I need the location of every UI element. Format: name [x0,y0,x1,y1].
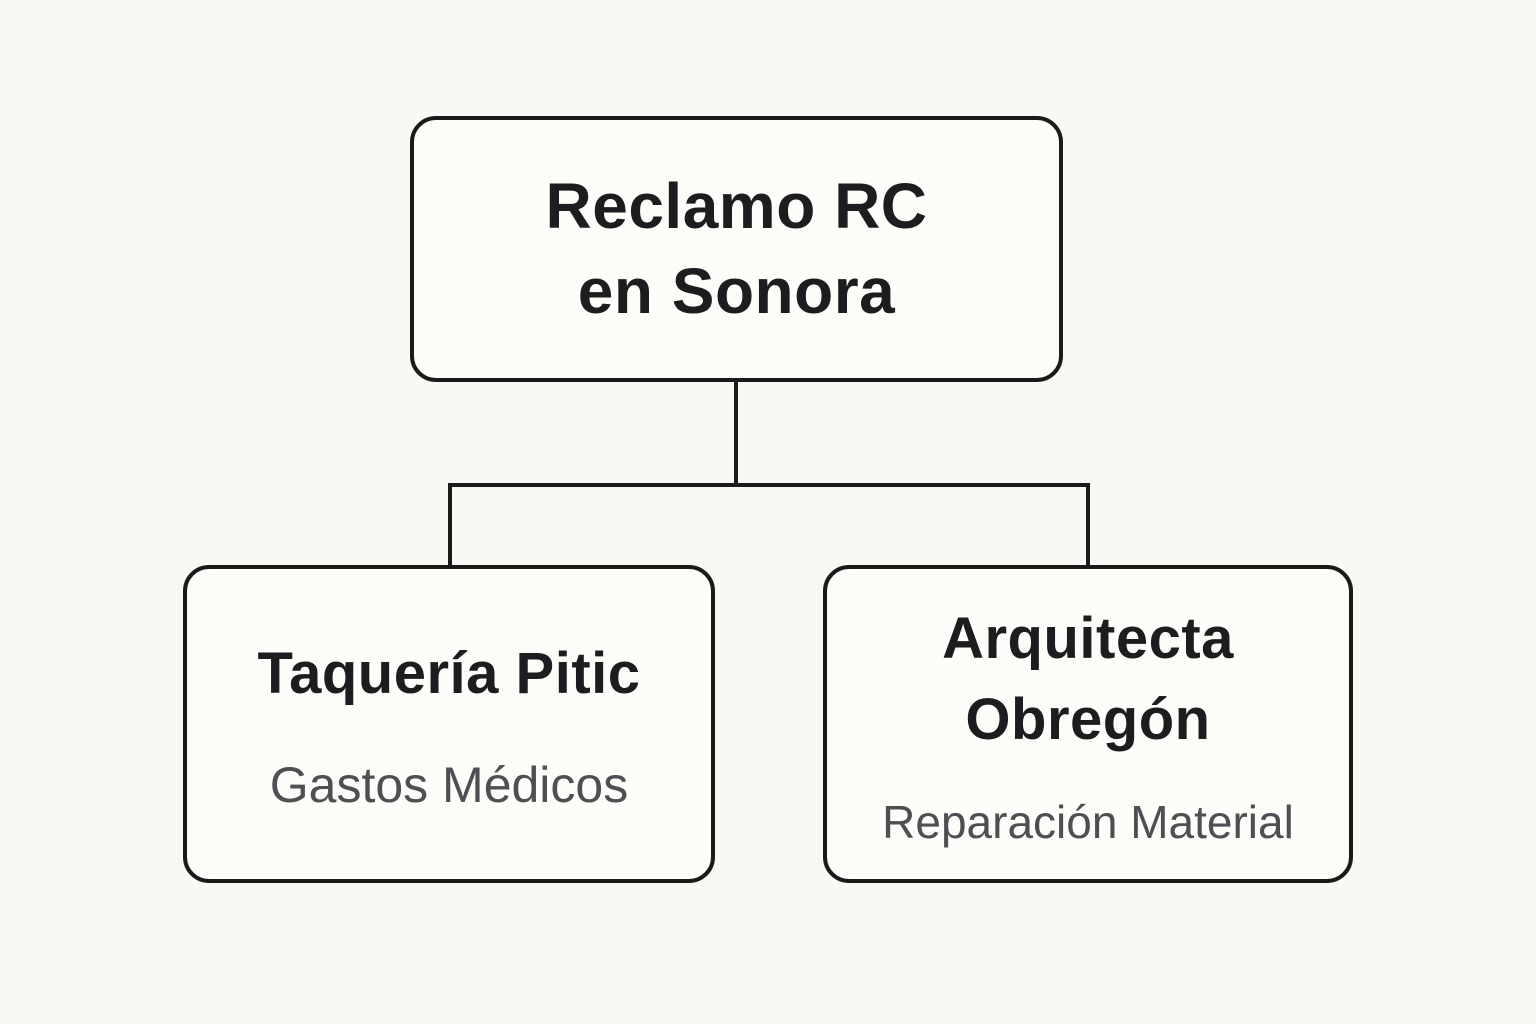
node-root-title-line1: Reclamo RC [545,169,928,242]
node-child-taqueria-pitic: Taquería Pitic Gastos Médicos [183,565,715,883]
node-child-right-subtitle: Reparación Material [882,795,1294,848]
connector-drop-right-child [1086,483,1090,567]
node-root-reclamo: Reclamo RC en Sonora [410,116,1063,382]
node-root-title-line2: en Sonora [577,255,896,327]
node-child-left-subtitle: Gastos Médicos [269,756,629,813]
node-root-title: Reclamo RC en Sonora [546,164,928,334]
connector-horizontal-bar [448,483,1090,487]
node-child-arquitecta-obregon: Arquitecta Obregón Reparación Material [823,565,1353,883]
connector-root-stem [734,382,738,485]
node-child-left-title: Taquería Pitic [257,641,641,707]
node-child-right-title: Arquitecta Obregón [942,606,1234,753]
connector-drop-left-child [448,483,452,567]
